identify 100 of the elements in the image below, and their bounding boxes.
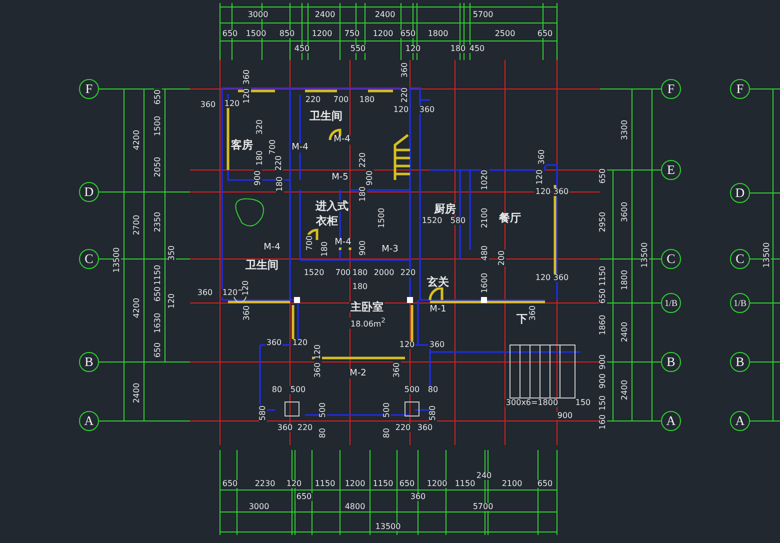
dimension-value: 150 (574, 399, 592, 407)
dimension-value: 3000 (246, 11, 270, 19)
dimension-value: 120 (534, 274, 552, 282)
dimension-value: 180 (321, 240, 329, 258)
dimension-value: 1500 (154, 114, 162, 138)
dimension-value: 220 (296, 424, 314, 432)
dimension-value: 13500 (374, 523, 402, 531)
axis-bubble: D (730, 183, 750, 203)
dimension-value: 2950 (599, 210, 607, 234)
dimension-value: 360 (538, 148, 546, 166)
dimension-value: 650 (536, 480, 554, 488)
dimension-value: 900 (599, 353, 607, 371)
dimension-value: 360 (552, 274, 570, 282)
dimension-value: 220 (399, 269, 417, 277)
dimension-value: 360 (529, 304, 537, 322)
dimension-value: 360 (552, 188, 570, 196)
dimension-value: 650 (154, 285, 162, 303)
dimension-value: 1800 (621, 268, 629, 292)
dimension-value: 200 (498, 249, 506, 267)
dimension-value: 500 (403, 386, 421, 394)
dimension-value: 120 (392, 106, 410, 114)
dimension-value: 580 (429, 404, 437, 422)
axis-bubble: B (730, 352, 750, 372)
dimension-value: 120 (221, 289, 239, 297)
dimension-value: 1600 (481, 272, 489, 294)
axis-bubble: A (661, 411, 681, 431)
dimension-value: 500 (383, 401, 391, 419)
axis-bubble: C (79, 249, 99, 269)
room-label: 玄关 (426, 276, 450, 288)
dimension-value: 1630 (154, 312, 162, 334)
dimension-value: 360 (243, 68, 251, 86)
dimension-value: 350 (168, 244, 176, 262)
dimension-value: 180 (449, 45, 467, 53)
dimension-value: 450 (293, 45, 311, 53)
dimension-value: 2230 (254, 480, 276, 488)
dimension-value: 3600 (621, 200, 629, 224)
dimension-value: 1150 (372, 480, 394, 488)
axis-bubble: F (661, 79, 681, 99)
dimension-value: 120 (404, 45, 422, 53)
dimension-value: 700 (332, 96, 350, 104)
door-tag: M-4 (262, 244, 282, 252)
dimension-value: 80 (383, 426, 391, 440)
room-label: 衣柜 (315, 216, 339, 226)
door-tag: M-2 (348, 370, 368, 378)
dimension-value: 300x6=1800 (504, 399, 560, 407)
room-label: 卫生间 (244, 260, 280, 270)
dimension-value: 900 (366, 169, 374, 187)
dimension-value: 850 (278, 30, 296, 38)
dimension-value: 2000 (372, 269, 396, 277)
dimension-value: 120 (534, 188, 552, 196)
dimension-value: 2100 (500, 480, 524, 488)
dimension-value: 360 (428, 341, 446, 349)
dimension-value: 1150 (599, 264, 607, 288)
axis-bubble: F (79, 79, 99, 99)
dimension-value: 360 (409, 493, 427, 501)
dimension-value: 360 (265, 339, 283, 347)
dimension-value: 900 (359, 239, 367, 257)
dimension-value: 120 (223, 100, 241, 108)
dimension-value: 580 (449, 217, 467, 225)
dimension-value: 220 (394, 424, 412, 432)
door-tag: M-3 (380, 246, 400, 254)
dimension-value: 180 (358, 96, 376, 104)
room-label: 下 (516, 314, 528, 324)
dimension-value: 220 (304, 96, 322, 104)
dimension-value: 360 (393, 361, 401, 379)
dimension-value: 650 (154, 88, 162, 106)
dimension-value: 120 (398, 341, 416, 349)
dimension-value: 360 (199, 101, 217, 109)
dimension-value: 320 (256, 118, 264, 136)
dimension-value: 80 (270, 386, 284, 394)
dimension-value: 750 (343, 30, 361, 38)
dimension-value: 360 (401, 61, 409, 79)
axis-bubble: B (79, 352, 99, 372)
dimension-value: 550 (349, 45, 367, 53)
dimension-value: 2500 (494, 30, 516, 38)
dimension-value: 900 (556, 412, 574, 420)
door-tag: M-5 (330, 174, 350, 182)
dimension-value: 120 (536, 168, 544, 186)
dimension-value: 5700 (472, 503, 494, 511)
dimension-value: 900 (254, 169, 262, 187)
dimension-value: 220 (275, 154, 283, 172)
dimension-value: 650 (154, 341, 162, 359)
dimension-value: 240 (475, 472, 493, 480)
axis-bubble: F (730, 79, 750, 99)
room-label: 餐厅 (498, 212, 522, 224)
dimension-value: 160 (599, 413, 607, 431)
dimension-value: 120 (291, 339, 309, 347)
dimension-value: 2400 (621, 378, 629, 402)
dimension-value: 13500 (763, 241, 771, 269)
dimension-value: 180 (359, 185, 367, 203)
dimension-value: 1520 (302, 269, 326, 277)
dimension-value: 450 (468, 45, 486, 53)
axis-bubble: D (79, 182, 99, 202)
dimension-value: 180 (351, 269, 369, 277)
area-label: 18.06m$^{2}$ (350, 318, 386, 328)
axis-bubble: C (730, 249, 750, 269)
dimension-value: 900 (599, 372, 607, 390)
dimension-value: 180 (276, 175, 284, 193)
dimension-value: 180 (256, 149, 264, 167)
dimension-value: 650 (599, 287, 607, 305)
